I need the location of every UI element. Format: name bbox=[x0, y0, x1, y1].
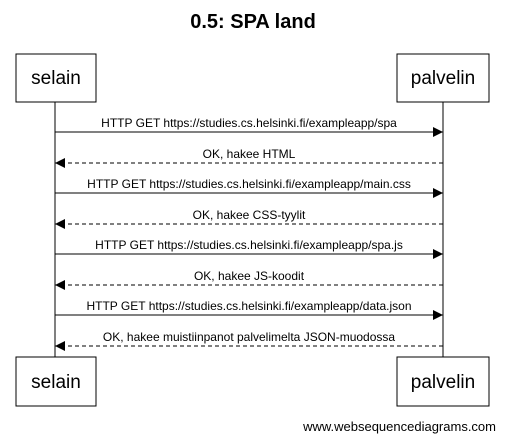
participant-selain-top: selain bbox=[15, 53, 97, 103]
message-label: OK, hakee JS-koodit bbox=[194, 269, 305, 283]
message-label: HTTP GET https://studies.cs.helsinki.fi/… bbox=[86, 299, 411, 313]
participant-label: palvelin bbox=[411, 372, 475, 393]
message-list: HTTP GET https://studies.cs.helsinki.fi/… bbox=[55, 116, 443, 351]
message-label: HTTP GET https://studies.cs.helsinki.fi/… bbox=[101, 116, 397, 130]
participant-palvelin-bottom: palvelin bbox=[396, 356, 490, 407]
participant-label: palvelin bbox=[411, 68, 475, 89]
message-label: HTTP GET https://studies.cs.helsinki.fi/… bbox=[87, 177, 411, 191]
participant-selain-bottom: selain bbox=[15, 356, 97, 407]
participant-palvelin-top: palvelin bbox=[396, 53, 490, 103]
message-label: OK, hakee HTML bbox=[203, 147, 296, 161]
message-label: HTTP GET https://studies.cs.helsinki.fi/… bbox=[95, 238, 403, 252]
participant-label: selain bbox=[31, 372, 81, 393]
footer-credit: www.websequencediagrams.com bbox=[302, 419, 496, 434]
diagram-title: 0.5: SPA land bbox=[190, 11, 316, 33]
message-label: OK, hakee CSS-tyylit bbox=[193, 208, 306, 222]
message-label: OK, hakee muistiinpanot palvelimelta JSO… bbox=[103, 330, 395, 344]
participant-label: selain bbox=[31, 68, 81, 89]
